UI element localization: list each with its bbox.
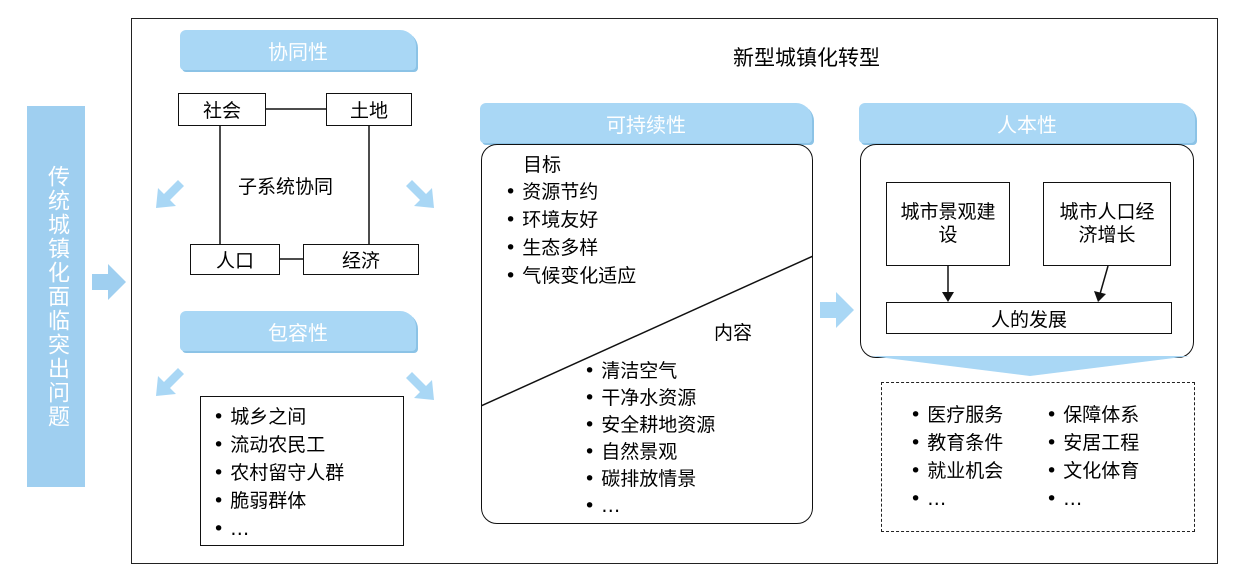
- arrow-up-right-icon: [406, 372, 434, 400]
- list-item: 清洁空气: [584, 358, 715, 385]
- arrow-down-left-icon: [156, 368, 184, 396]
- arrow-right-icon: [92, 264, 126, 300]
- list-item: 教育条件: [910, 429, 1003, 457]
- list-item: 碳排放情景: [584, 466, 715, 493]
- flow-arrows: [942, 266, 1109, 302]
- node-land: 土地: [326, 93, 412, 126]
- main-frame: [131, 18, 1218, 564]
- population-economy-box: 城市人口经济增长: [1043, 182, 1171, 266]
- list-item: 农村留守人群: [213, 459, 403, 487]
- goal-list: 资源节约 环境友好 生态多样 气候变化适应: [505, 178, 636, 290]
- people-header: 人本性: [859, 103, 1195, 143]
- inclusiveness-header: 包容性: [180, 311, 416, 351]
- main-title: 新型城镇化转型: [733, 46, 880, 70]
- list-item: 自然景观: [584, 439, 715, 466]
- list-item: 保障体系: [1046, 401, 1139, 429]
- list-item: 资源节约: [505, 178, 636, 206]
- list-item: …: [910, 485, 1003, 513]
- list-item: 流动农民工: [213, 431, 403, 459]
- wedge-arrow: [870, 356, 1190, 376]
- node-population: 人口: [190, 244, 280, 275]
- list-item: 安全耕地资源: [584, 412, 715, 439]
- content-label: 内容: [714, 322, 753, 344]
- coordination-center-label: 子系统协同: [238, 176, 334, 198]
- urban-landscape-box: 城市景观建设: [886, 182, 1010, 266]
- list-item: 城乡之间: [213, 403, 403, 431]
- list-item: …: [584, 493, 715, 520]
- node-society: 社会: [178, 93, 266, 126]
- human-development-box: 人的发展: [886, 302, 1172, 334]
- problem-bar: 传统城镇化面临突出问题: [27, 106, 85, 487]
- list-item: 气候变化适应: [505, 262, 636, 290]
- list-item: 干净水资源: [584, 385, 715, 412]
- list-item: 脆弱群体: [213, 487, 403, 515]
- arrow-right-icon: [820, 292, 854, 328]
- content-list: 清洁空气 干净水资源 安全耕地资源 自然景观 碳排放情景 …: [584, 358, 715, 520]
- list-item: …: [213, 515, 403, 543]
- list-item: 环境友好: [505, 206, 636, 234]
- arrow-up-left-icon: [156, 180, 184, 208]
- inclusiveness-box: 城乡之间 流动农民工 农村留守人群 脆弱群体 …: [200, 396, 404, 546]
- coordination-links: [219, 108, 370, 260]
- list-item: 医疗服务: [910, 401, 1003, 429]
- list-item: …: [1046, 485, 1139, 513]
- list-item: 文化体育: [1046, 457, 1139, 485]
- arrow-down-right-icon: [406, 180, 434, 208]
- people-list-box: 医疗服务 教育条件 就业机会 … 保障体系 安居工程 文化体育 …: [881, 382, 1195, 532]
- goal-label: 目标: [523, 154, 562, 176]
- sustainability-header: 可持续性: [480, 103, 812, 143]
- sustainability-divider: [481, 255, 813, 407]
- list-item: 就业机会: [910, 457, 1003, 485]
- problem-label: 传统城镇化面临突出问题: [44, 164, 69, 429]
- coordination-header: 协同性: [180, 30, 416, 70]
- list-item: 安居工程: [1046, 429, 1139, 457]
- list-item: 生态多样: [505, 234, 636, 262]
- node-economy: 经济: [303, 244, 419, 275]
